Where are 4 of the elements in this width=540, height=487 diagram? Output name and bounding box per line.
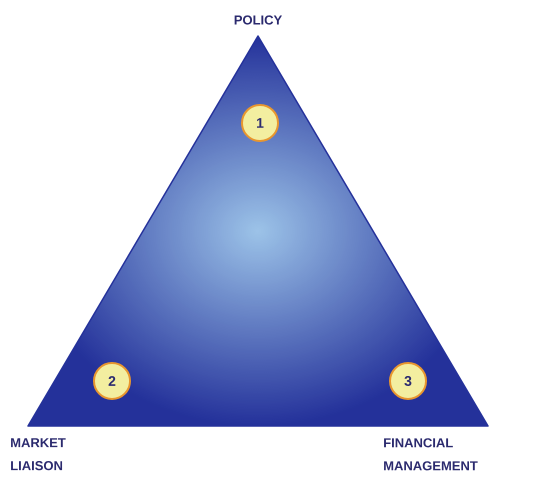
triangle (27, 35, 489, 427)
corner-label: POLICY (234, 15, 282, 25)
corner-label: FINANCIAL MANAGEMENT (384, 438, 478, 470)
corner-label: MARKET LIAISON (11, 438, 66, 470)
